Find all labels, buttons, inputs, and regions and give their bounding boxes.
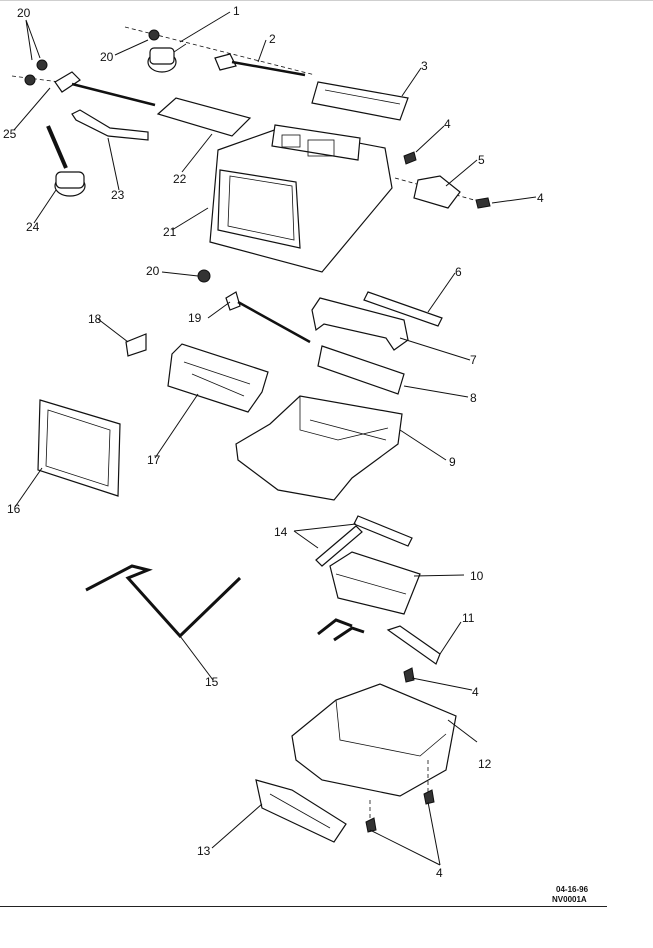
part-17-door — [167, 343, 269, 413]
callout-20-a: 20 — [17, 6, 31, 20]
callout-5: 5 — [478, 153, 485, 167]
part-11-bracket — [386, 625, 441, 665]
callout-23: 23 — [111, 188, 125, 202]
callout-24: 24 — [26, 220, 40, 234]
part-19-rod — [225, 291, 311, 344]
axis-line-left — [11, 75, 61, 83]
callout-4-a: 4 — [444, 117, 451, 131]
part-4-screw-b — [475, 197, 491, 209]
callout-20-b: 20 — [100, 50, 114, 64]
part-24-actuator — [46, 125, 86, 197]
part-14-seal-a — [353, 515, 413, 547]
callout-4-d: 4 — [436, 866, 443, 880]
callout-11: 11 — [462, 611, 475, 625]
part-9-case — [235, 395, 403, 501]
figure-code: NV0001A — [552, 895, 587, 904]
part-20-grommet-b — [36, 59, 48, 71]
part-20-grommet-d — [197, 269, 211, 283]
part-20-grommet-a — [148, 29, 160, 41]
part-21-upper-case — [209, 124, 393, 273]
leader-lines — [13, 11, 537, 866]
part-23-link — [71, 109, 149, 141]
callout-25: 25 — [3, 127, 17, 141]
top-border — [0, 0, 653, 1]
callout-9: 9 — [449, 455, 456, 469]
part-3-seal — [311, 81, 409, 121]
callout-1: 1 — [233, 4, 240, 18]
axis-line-right — [394, 177, 486, 204]
part-14-seal-b — [315, 525, 363, 567]
callout-6: 6 — [455, 265, 462, 279]
callout-4-b: 4 — [537, 191, 544, 205]
callout-21: 21 — [163, 225, 177, 239]
callout-3: 3 — [421, 59, 428, 73]
callout-10: 10 — [470, 569, 484, 583]
part-2-rod — [214, 53, 306, 77]
date-code: 04-16-96 — [556, 885, 589, 894]
callout-4-c: 4 — [472, 685, 479, 699]
callout-17: 17 — [147, 453, 161, 467]
callout-19: 19 — [188, 311, 202, 325]
part-4-screw-d — [365, 817, 377, 833]
part-4-screw-e — [423, 789, 435, 805]
callout-14: 14 — [274, 525, 288, 539]
callout-22: 22 — [173, 172, 187, 186]
part-20-grommet-c — [24, 74, 36, 86]
callout-8: 8 — [470, 391, 477, 405]
part-4-screw-c — [403, 667, 415, 683]
callout-16: 16 — [7, 502, 21, 516]
callout-2: 2 — [269, 32, 276, 46]
callout-12: 12 — [478, 757, 492, 771]
part-10-core — [317, 551, 421, 642]
part-25-lever-rod — [54, 71, 156, 107]
part-5-bracket — [413, 175, 461, 209]
part-12-lower-case — [291, 683, 457, 797]
bottom-border — [0, 906, 607, 907]
part-1-actuator — [147, 43, 187, 73]
part-7-bracket — [311, 297, 409, 351]
callout-7: 7 — [470, 353, 477, 367]
callout-20-c: 20 — [146, 264, 160, 278]
axis-line-upper — [124, 26, 316, 76]
callout-13: 13 — [197, 844, 211, 858]
part-6-seal — [363, 291, 443, 327]
axis-line-lower — [369, 760, 429, 820]
part-16-filter-frame — [37, 399, 121, 497]
part-18-clip — [125, 333, 147, 357]
part-22-door — [156, 97, 252, 137]
part-13-bracket — [255, 779, 347, 843]
part-8-seal — [317, 345, 405, 395]
part-15-seal-loop — [85, 564, 242, 639]
callout-18: 18 — [88, 312, 102, 326]
part-4-screw-a — [403, 151, 417, 165]
callout-15: 15 — [205, 675, 219, 689]
